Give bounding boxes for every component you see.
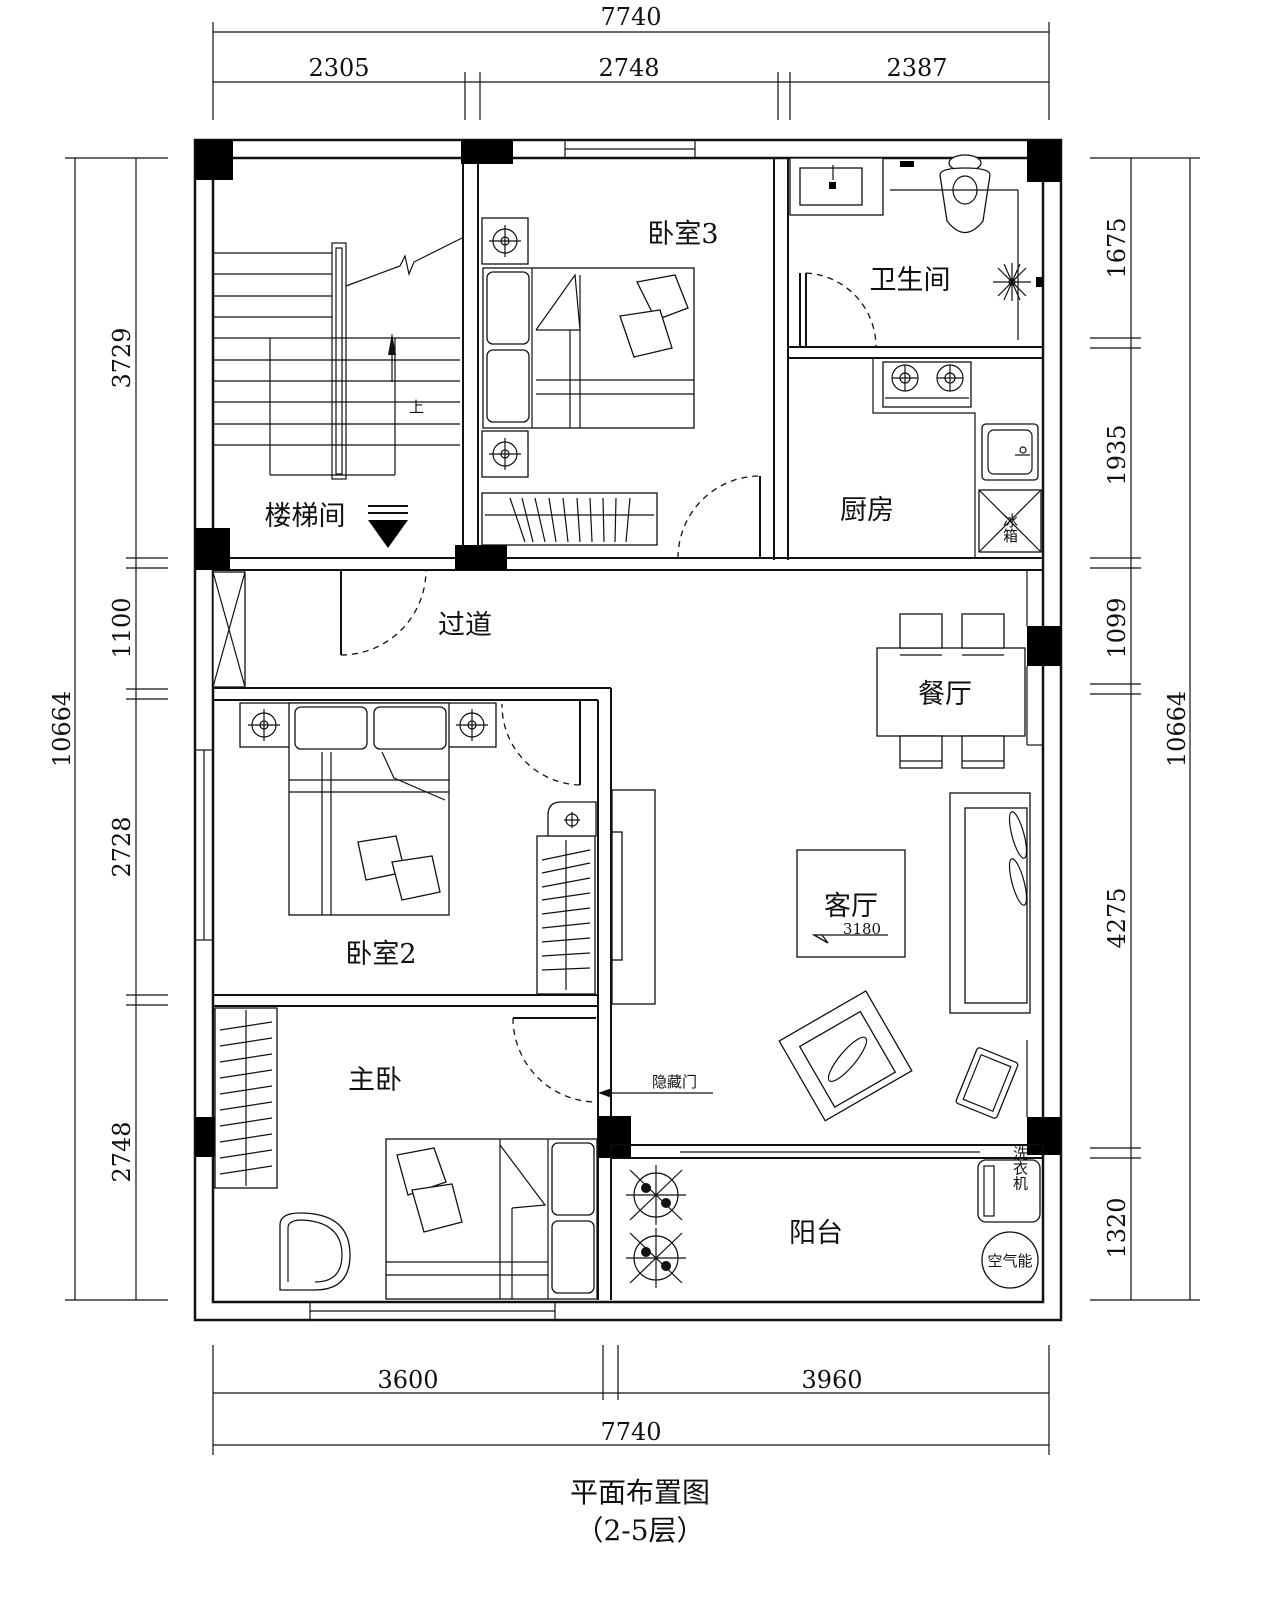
interior-walls — [194, 139, 1043, 1321]
dim-right-seg-2: 1935 — [1103, 424, 1131, 485]
dim-left-seg-4: 2748 — [108, 1121, 136, 1182]
left-dimensions: 10664 3729 1100 2728 2748 — [48, 157, 168, 1301]
dim-top-seg-3: 2387 — [886, 54, 947, 82]
plant-icon-1 — [626, 1165, 686, 1225]
room-label-master: 主卧 — [348, 1065, 402, 1096]
stair-up-label: 上 — [409, 398, 424, 416]
kitchen-fixtures: 冰箱 — [872, 358, 1042, 558]
right-dimensions: 10664 1675 1935 1099 4275 1320 — [1090, 157, 1200, 1301]
washer-label: 洗衣机 — [1011, 1146, 1029, 1192]
room-label-corridor: 过道 — [438, 610, 492, 641]
drawing-caption: 平面布置图 （2-5层） — [570, 1476, 710, 1547]
dim-top-seg-1: 2305 — [308, 54, 369, 82]
bedroom2-furniture — [239, 700, 597, 995]
dim-top-seg-2: 2748 — [598, 54, 659, 82]
air-source-label: 空气能 — [987, 1252, 1032, 1270]
bedroom2-hangers — [541, 849, 591, 971]
dim-right-seg-3: 1099 — [1103, 597, 1131, 658]
dim-right-seg-5: 1320 — [1103, 1197, 1131, 1258]
shower-icon — [993, 263, 1043, 301]
bedroom3-furniture — [481, 217, 761, 559]
living-room-furniture: 隐藏门 — [512, 789, 1044, 1159]
bathroom-fixtures — [789, 154, 1043, 348]
dining-table — [876, 570, 1043, 769]
armchair — [778, 990, 913, 1122]
stairs: 上 — [213, 237, 463, 548]
living-elevation: 3180 — [843, 920, 881, 938]
plant-icon-2 — [626, 1228, 686, 1288]
bottom-dimensions: 3600 3960 7740 — [212, 1345, 1050, 1455]
dim-left-seg-3: 2728 — [108, 816, 136, 877]
corridor-elements — [212, 569, 427, 688]
structural-columns — [195, 140, 1061, 1158]
hidden-door-label: 隐藏门 — [652, 1073, 697, 1091]
caption-subtitle: （2-5层） — [575, 1514, 704, 1547]
balcony-elements: 洗衣机 空气能 — [626, 1146, 1041, 1289]
dim-bottom-seg-1: 3600 — [377, 1366, 438, 1394]
room-label-dining: 餐厅 — [918, 679, 972, 710]
dim-top-total: 7740 — [600, 3, 661, 31]
master-hangers — [219, 1021, 273, 1175]
fridge-label: 冰箱 — [1001, 513, 1019, 543]
bedroom3-hangers — [509, 497, 631, 543]
dim-right-seg-1: 1675 — [1103, 217, 1131, 278]
room-label-balcony: 阳台 — [789, 1218, 843, 1249]
dim-right-seg-4: 4275 — [1103, 887, 1131, 948]
room-label-kitchen: 厨房 — [840, 495, 894, 526]
dim-bottom-total: 7740 — [600, 1418, 661, 1446]
caption-title: 平面布置图 — [570, 1476, 710, 1509]
dim-left-total: 10664 — [48, 691, 76, 767]
dim-right-total: 10664 — [1163, 691, 1191, 767]
room-label-stairwell: 楼梯间 — [265, 501, 346, 532]
room-label-bathroom: 卫生间 — [870, 265, 951, 296]
room-label-bedroom3: 卧室3 — [647, 219, 718, 250]
room-label-bedroom2: 卧室2 — [345, 939, 416, 970]
dim-left-seg-2: 1100 — [108, 597, 136, 658]
room-label-living: 客厅 — [824, 891, 878, 922]
dim-left-seg-1: 3729 — [108, 327, 136, 388]
side-table — [955, 1047, 1019, 1119]
room-labels: 楼梯间 卧室3 卫生间 厨房 过道 餐厅 卧室2 客厅 3180 主卧 阳台 — [265, 219, 973, 1249]
master-furniture — [214, 1007, 598, 1300]
top-dimensions: 7740 2305 2748 2387 — [212, 3, 1050, 120]
dim-bottom-seg-2: 3960 — [801, 1366, 862, 1394]
